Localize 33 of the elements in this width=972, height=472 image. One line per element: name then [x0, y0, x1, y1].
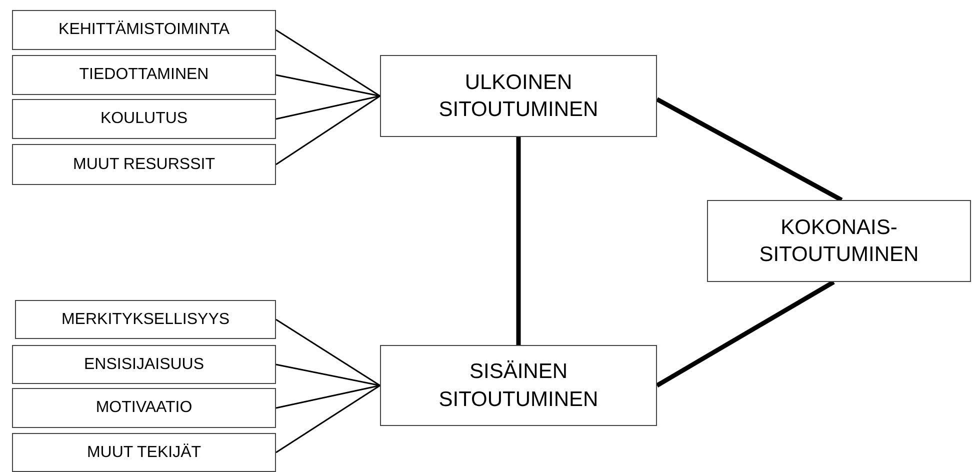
box-label: MUUT TEKIJÄT [86, 444, 202, 462]
connector-line [276, 74, 380, 97]
connector-line [276, 384, 380, 409]
box-label: KOULUTUS [100, 110, 188, 128]
concept-box [12, 99, 276, 139]
concept-box [12, 388, 276, 428]
box-label: ENSISIJAISUUS [84, 356, 204, 374]
connector-line [276, 95, 380, 120]
concept-box [707, 200, 971, 282]
concept-box [380, 55, 657, 137]
concept-box [15, 300, 276, 339]
concept-box [12, 55, 276, 95]
concept-box [12, 144, 276, 185]
concept-box [12, 345, 276, 384]
connector-line [276, 29, 380, 97]
connector-line [656, 280, 835, 388]
box-label: MUUT RESURSSIT [73, 156, 215, 174]
connector-line [656, 97, 843, 202]
box-label: KOKONAIS- SITOUTUMINEN [758, 214, 920, 268]
box-label: MOTIVAATIO [96, 399, 192, 417]
box-label: ULKOINEN SITOUTUMINEN [438, 70, 600, 123]
box-label: SISÄINEN SITOUTUMINEN [438, 359, 600, 412]
connector-line [276, 364, 380, 386]
connector-line [276, 318, 380, 386]
connector-line [276, 95, 380, 166]
box-label: TIEDOTTAMINEN [79, 66, 209, 84]
box-label: MERKITYKSELLISYYS [61, 310, 230, 328]
connector-line [276, 384, 380, 454]
concept-box [12, 433, 276, 472]
box-label: KEHITTÄMISTOIMINTA [58, 21, 230, 39]
connector-line [516, 137, 521, 345]
concept-box [12, 10, 276, 50]
concept-box [380, 345, 657, 426]
